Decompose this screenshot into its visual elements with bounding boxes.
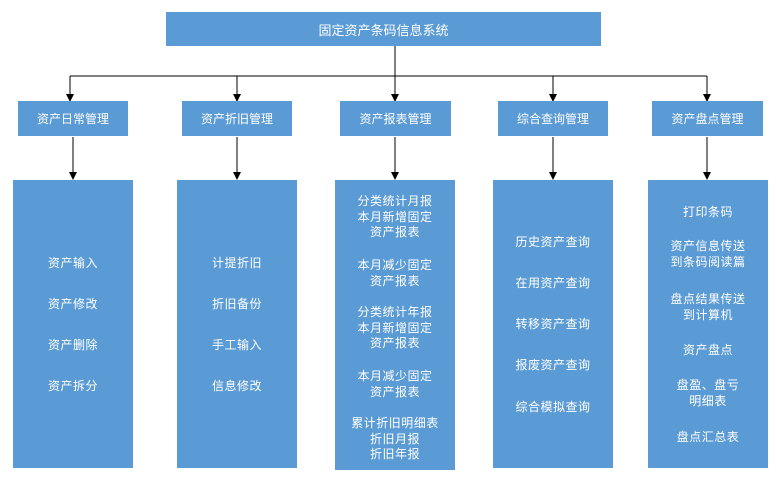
items-query-management: 历史资产查询 在用资产查询 转移资产查询 报废资产查询 综合模拟查询 (493, 180, 613, 468)
items-depreciation-management: 计提折旧 折旧备份 手工输入 信息修改 (177, 180, 297, 468)
item-inventory-summary: 盘点汇总表 (676, 430, 740, 444)
item-annual-decrease-report: 本月减少固定 资产报表 (357, 369, 433, 399)
module-depreciation-management: 资产折旧管理 (182, 101, 292, 136)
item-send-to-reader: 资产信息传送 到条码阅读篇 (670, 239, 746, 269)
item-scrapped-query: 报废资产查询 (515, 358, 591, 372)
module-report-management: 资产报表管理 (340, 101, 451, 136)
item-asset-input: 资产输入 (47, 256, 98, 270)
item-send-to-computer: 盘点结果传送 到计算机 (670, 292, 746, 322)
items-daily-management: 资产输入 资产修改 资产删除 资产拆分 (13, 180, 133, 468)
item-simulation-query: 综合模拟查询 (515, 400, 591, 414)
item-monthly-decrease-report: 本月减少固定 资产报表 (357, 258, 433, 288)
item-asset-modify: 资产修改 (47, 297, 98, 311)
module-query-management: 综合查询管理 (498, 101, 608, 136)
item-accrue-depreciation: 计提折旧 (211, 256, 262, 270)
items-report-management: 分类统计月报 本月新增固定 资产报表 本月减少固定 资产报表 分类统计年报 本月… (335, 180, 455, 470)
item-depreciation-detail-report: 累计折旧明细表 折旧月报 折旧年报 (351, 416, 439, 461)
item-surplus-deficit-detail: 盘盈、盘亏 明细表 (676, 378, 740, 408)
items-inventory-management: 打印条码 资产信息传送 到条码阅读篇 盘点结果传送 到计算机 资产盘点 盘盈、盘… (648, 180, 768, 468)
item-asset-inventory: 资产盘点 (682, 343, 733, 357)
item-in-use-query: 在用资产查询 (515, 276, 591, 290)
item-asset-split: 资产拆分 (47, 379, 98, 393)
item-monthly-category-report: 分类统计月报 本月新增固定 资产报表 (357, 194, 433, 239)
item-annual-category-report: 分类统计年报 本月新增固定 资产报表 (357, 305, 433, 350)
item-depreciation-backup: 折旧备份 (211, 297, 262, 311)
item-history-query: 历史资产查询 (515, 235, 591, 249)
item-print-barcode: 打印条码 (682, 205, 733, 219)
item-transfer-query: 转移资产查询 (515, 317, 591, 331)
module-daily-management: 资产日常管理 (18, 101, 128, 136)
module-inventory-management: 资产盘点管理 (652, 101, 763, 136)
item-info-modify: 信息修改 (211, 379, 262, 393)
system-title: 固定资产条码信息系统 (166, 12, 601, 46)
item-asset-delete: 资产删除 (47, 338, 98, 352)
item-manual-input: 手工输入 (211, 338, 262, 352)
